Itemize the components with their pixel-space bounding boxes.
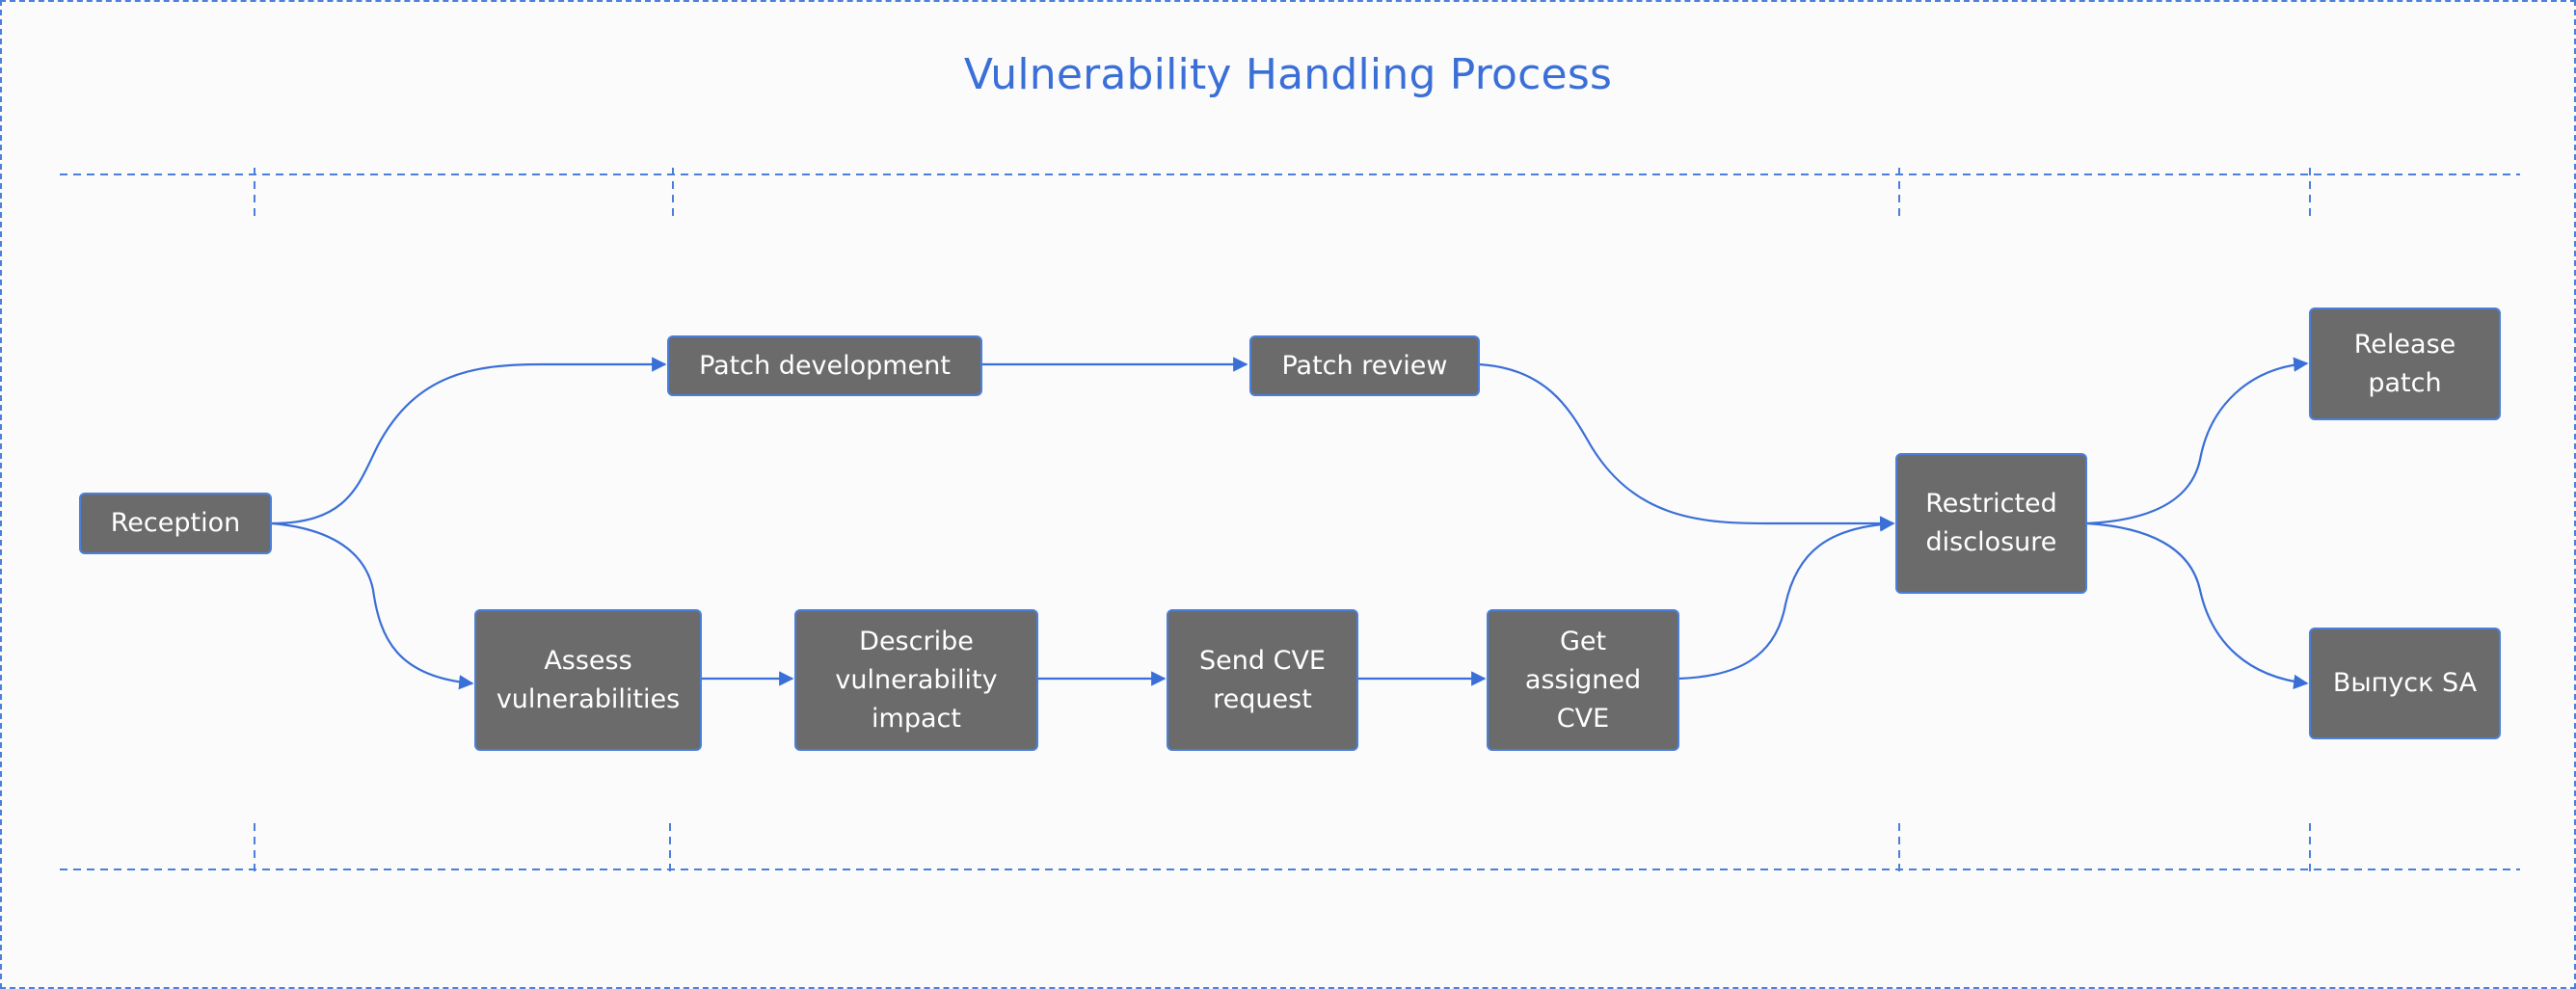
diagram-title: Vulnerability Handling Process [963,50,1613,99]
edge-restricted-release-patch [2086,357,2309,525]
node-release-patch[interactable]: Release patch [2309,307,2501,420]
node-reception[interactable]: Reception [79,493,272,554]
edge-get-cve-restricted [1677,517,1895,681]
edge-restricted-release-sa [2086,521,2309,690]
node-restricted-disclosure[interactable]: Restricted disclosure [1895,453,2087,594]
edge-reception-patch-development [271,357,667,525]
node-patch-development[interactable]: Patch development [667,335,982,396]
node-patch-review[interactable]: Patch review [1249,335,1480,396]
edge-reception-assess [271,521,474,690]
node-get-assigned-cve[interactable]: Get assigned CVE [1487,609,1679,751]
node-describe-vulnerability-impact[interactable]: Describe vulnerability impact [794,609,1038,751]
node-release-sa[interactable]: Выпуск SA [2309,628,2501,739]
edge-patch-review-restricted [1478,362,1895,531]
node-send-cve-request[interactable]: Send CVE request [1167,609,1358,751]
node-assess-vulnerabilities[interactable]: Assess vulnerabilities [474,609,702,751]
